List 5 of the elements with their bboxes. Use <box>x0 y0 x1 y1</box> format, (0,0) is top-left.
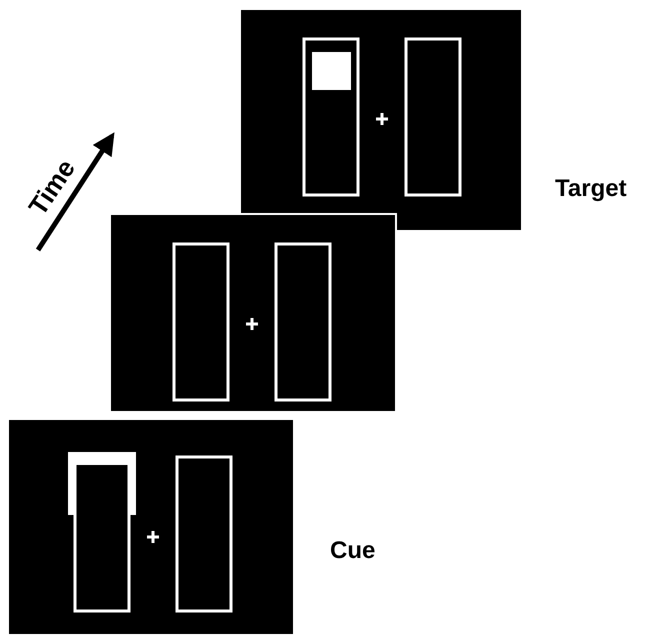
screen-panel <box>239 8 523 232</box>
screen-panel <box>109 213 397 413</box>
stage-label: Target <box>555 175 627 203</box>
stage-label: Cue <box>330 537 376 565</box>
screen-panel <box>7 418 295 636</box>
